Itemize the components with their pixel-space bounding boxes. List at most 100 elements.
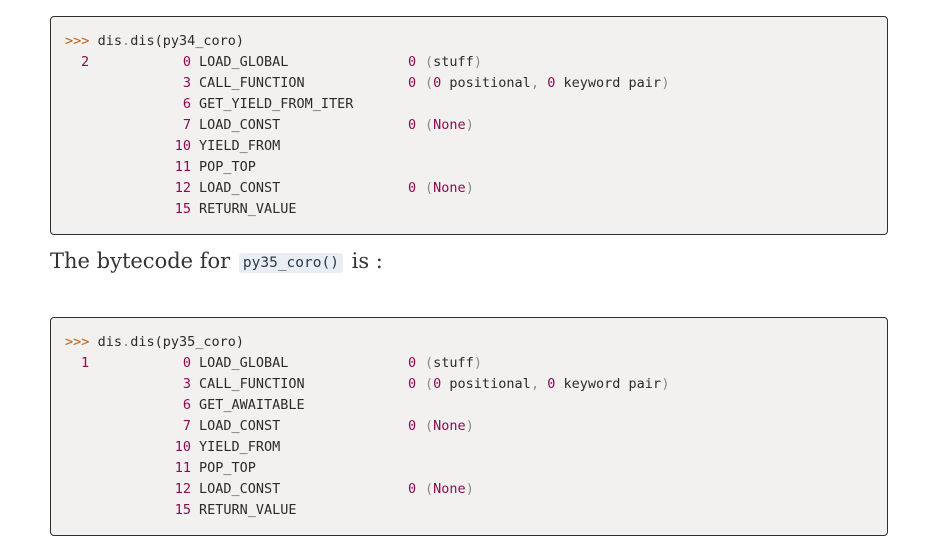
- arg-open-paren: (: [425, 418, 434, 434]
- call-function: dis(py34_coro): [130, 33, 244, 49]
- instruction-arg: 0: [408, 180, 417, 196]
- call-module: dis: [97, 33, 122, 49]
- arg-comma: ,: [530, 376, 540, 392]
- instruction-arg: 0: [408, 54, 417, 70]
- instruction-offset: 11: [174, 460, 191, 476]
- instruction-argrepr: None: [433, 481, 466, 497]
- instruction-argrepr: None: [433, 180, 466, 196]
- arg-positional-count: 0: [433, 75, 442, 91]
- arg-comma: ,: [530, 75, 540, 91]
- instruction-opcode: GET_AWAITABLE: [199, 397, 305, 413]
- arg-open-paren: (: [425, 117, 434, 133]
- instruction-opcode: LOAD_GLOBAL: [199, 54, 289, 70]
- instruction-line: 6 GET_YIELD_FROM_ITER: [51, 94, 887, 115]
- instruction-line: 10 YIELD_FROM: [51, 437, 887, 458]
- instruction-opcode: YIELD_FROM: [199, 439, 281, 455]
- paragraph-bytecode-intro: The bytecode for py35_coro() is :: [50, 244, 383, 278]
- arg-open-paren: (: [425, 481, 434, 497]
- arg-positional-count: 0: [433, 376, 442, 392]
- prompt-marker: >>>: [65, 33, 90, 49]
- instruction-offset: 10: [174, 138, 191, 154]
- instruction-arg: 0: [408, 117, 417, 133]
- inline-code-py35-coro: py35_coro(): [238, 253, 343, 273]
- instruction-opcode: POP_TOP: [199, 460, 256, 476]
- instruction-offset: 12: [174, 180, 191, 196]
- call-dot: .: [122, 334, 131, 350]
- instruction-offset: 6: [182, 96, 191, 112]
- source-line-number: 1: [81, 355, 90, 371]
- instruction-opcode: LOAD_CONST: [199, 481, 281, 497]
- instruction-offset: 0: [182, 54, 191, 70]
- arg-open-paren: (: [425, 180, 434, 196]
- instruction-opcode: CALL_FUNCTION: [199, 75, 305, 91]
- instruction-opcode: POP_TOP: [199, 159, 256, 175]
- instruction-offset: 12: [174, 481, 191, 497]
- instruction-offset: 10: [174, 439, 191, 455]
- arg-keyword-text: keyword pair: [555, 376, 662, 392]
- instruction-opcode: LOAD_CONST: [199, 180, 281, 196]
- arg-close-paren: ): [465, 418, 474, 434]
- instruction-offset: 7: [182, 418, 191, 434]
- instruction-argrepr: stuff: [433, 54, 474, 70]
- instruction-argrepr: stuff: [433, 355, 474, 371]
- arg-close-paren: ): [473, 355, 483, 371]
- instruction-arg: 0: [408, 75, 417, 91]
- instruction-offset: 15: [174, 502, 191, 518]
- instruction-line: 15 RETURN_VALUE: [51, 500, 887, 521]
- instruction-arg: 0: [408, 355, 417, 371]
- call-function: dis(py35_coro): [130, 334, 244, 350]
- call-dot: .: [122, 33, 131, 49]
- call-module: dis: [97, 334, 122, 350]
- arg-close-paren: ): [473, 54, 483, 70]
- instruction-arg: 0: [408, 376, 417, 392]
- arg-positional-text: positional: [441, 75, 531, 91]
- instruction-opcode: RETURN_VALUE: [199, 201, 297, 217]
- prompt-marker: >>>: [65, 334, 90, 350]
- prompt-line: >>> dis.dis(py35_coro): [51, 332, 887, 353]
- instruction-line: 7 LOAD_CONST 0 (None): [51, 115, 887, 136]
- instruction-arg: 0: [408, 481, 417, 497]
- instruction-opcode: LOAD_CONST: [199, 117, 281, 133]
- instruction-offset: 3: [182, 376, 191, 392]
- arg-open-paren: (: [425, 355, 434, 371]
- instruction-line: 15 RETURN_VALUE: [51, 199, 887, 220]
- instruction-line: 11 POP_TOP: [51, 458, 887, 479]
- instruction-opcode: RETURN_VALUE: [199, 502, 297, 518]
- instruction-opcode: GET_YIELD_FROM_ITER: [199, 96, 354, 112]
- arg-close-paren: ): [661, 75, 670, 91]
- paragraph-text-before: The bytecode for: [50, 249, 231, 273]
- instruction-argrepr: None: [433, 117, 466, 133]
- arg-close-paren: ): [465, 481, 474, 497]
- instruction-offset: 0: [182, 355, 191, 371]
- instruction-line: 1 0 LOAD_GLOBAL 0 (stuff): [51, 353, 887, 374]
- prompt-line: >>> dis.dis(py34_coro): [51, 31, 887, 52]
- instruction-offset: 7: [182, 117, 191, 133]
- arg-keyword-count: 0: [547, 376, 556, 392]
- instruction-offset: 6: [182, 397, 191, 413]
- arg-keyword-text: keyword pair: [555, 75, 662, 91]
- instruction-line: 6 GET_AWAITABLE: [51, 395, 887, 416]
- arg-close-paren: ): [661, 376, 670, 392]
- arg-keyword-count: 0: [547, 75, 556, 91]
- instruction-line: 10 YIELD_FROM: [51, 136, 887, 157]
- instruction-opcode: YIELD_FROM: [199, 138, 281, 154]
- instruction-arg: 0: [408, 418, 417, 434]
- arg-open-paren: (: [425, 54, 434, 70]
- instruction-line: 12 LOAD_CONST 0 (None): [51, 178, 887, 199]
- arg-open-paren: (: [425, 376, 434, 392]
- arg-open-paren: (: [425, 75, 434, 91]
- paragraph-text-after: is :: [351, 249, 383, 273]
- arg-close-paren: ): [465, 117, 474, 133]
- instruction-argrepr: None: [433, 418, 466, 434]
- instruction-line: 12 LOAD_CONST 0 (None): [51, 479, 887, 500]
- instruction-opcode: CALL_FUNCTION: [199, 376, 305, 392]
- arg-close-paren: ): [465, 180, 474, 196]
- instruction-offset: 15: [174, 201, 191, 217]
- instruction-opcode: LOAD_GLOBAL: [199, 355, 289, 371]
